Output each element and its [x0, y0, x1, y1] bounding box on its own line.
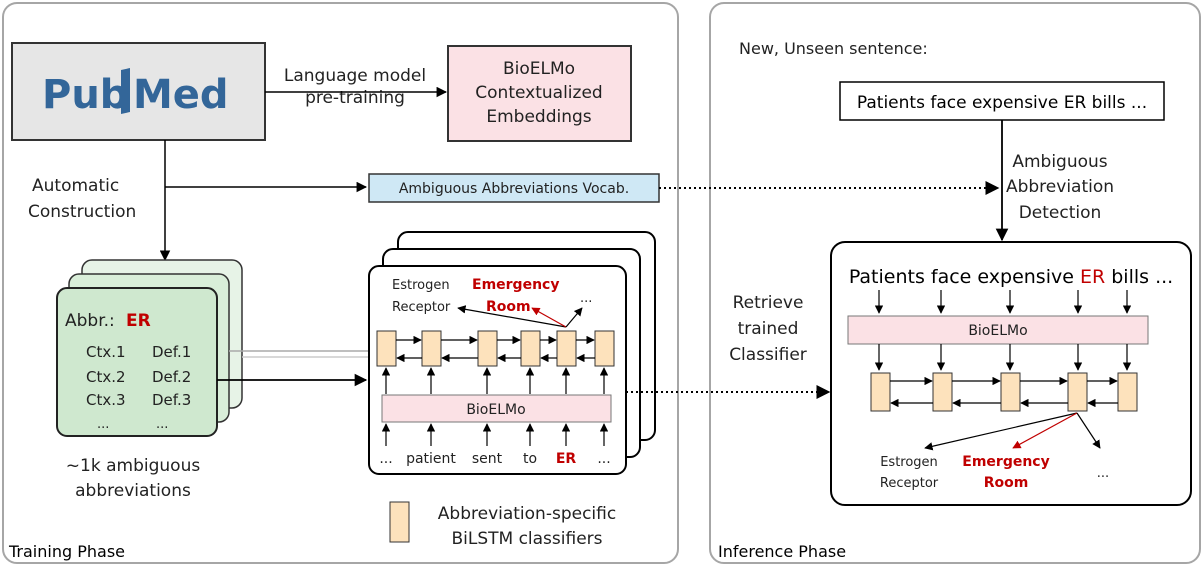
inference-sentence: Patients face expensive ER bills ...: [849, 266, 1173, 288]
lm-label-line2: pre-training: [305, 88, 405, 108]
bioelmo-emb-line2: Contextualized: [475, 83, 602, 103]
train-out-arrow-emergency: [531, 307, 567, 328]
train-bioelmo-bar: [381, 394, 612, 423]
inference-phase-label: Inference Phase: [718, 542, 846, 561]
abbr-prefix: Abbr.:: [65, 311, 115, 331]
new-sentence-label: New, Unseen sentence:: [739, 39, 928, 58]
train-bioelmo-label: BioELMo: [466, 402, 525, 418]
train-output-ellipsis: ...: [580, 291, 592, 306]
inference-cell-5: [1117, 372, 1138, 412]
inference-sentence-prefix: Patients face expensive: [849, 266, 1080, 288]
inference-cell-1: [870, 372, 891, 412]
train-out-arrow-other: [565, 307, 583, 328]
vocab-box: [368, 173, 660, 203]
legend-line2: BiLSTM classifiers: [451, 529, 602, 549]
train-token-arrows: [381, 423, 609, 446]
inference-word-arrows: [874, 290, 1132, 314]
token-6: ...: [597, 451, 610, 467]
input-sentence-box: [839, 81, 1165, 121]
train-bilstm: [376, 330, 615, 394]
legend-line1: Abbreviation-specific: [438, 504, 616, 524]
inference-cell-3: [1000, 372, 1021, 412]
detection-line1: Ambiguous: [1012, 152, 1107, 172]
token-4: to: [523, 451, 537, 467]
def-3: Def.3: [152, 391, 191, 409]
ctx-2: Ctx.2: [86, 368, 126, 386]
inf-out-arrow-other: [1076, 412, 1101, 449]
inference-bioelmo-bar: [847, 315, 1149, 345]
input-sentence: Patients face expensive ER bills ...: [857, 93, 1147, 113]
auto-construction-line1: Automatic: [32, 176, 119, 196]
inf-estrogen-line2: Receptor: [880, 476, 939, 491]
training-phase-label: Training Phase: [8, 542, 125, 561]
pubmed-box: [11, 42, 266, 141]
train-emergency-line1: Emergency: [472, 277, 559, 293]
bioelmo-emb-line3: Embeddings: [486, 107, 591, 127]
pubmed-logo: Pub Med: [42, 68, 229, 118]
vocab-label: Ambiguous Abbreviations Vocab.: [399, 181, 629, 197]
inf-output-ellipsis: ...: [1097, 466, 1109, 481]
def-ellipsis: ...: [156, 417, 168, 432]
pubmed-logo-pub: Pub: [42, 72, 128, 118]
train-cell-2: [421, 330, 442, 367]
train-cell-6: [594, 330, 615, 367]
abbr-count-line2: abbreviations: [75, 481, 191, 501]
ctx-3: Ctx.3: [86, 391, 126, 409]
token-1: ...: [379, 451, 392, 467]
detection-line3: Detection: [1019, 203, 1102, 223]
train-estrogen-line1: Estrogen: [392, 278, 450, 293]
token-2: patient: [406, 451, 456, 467]
inference-cell-2: [932, 372, 953, 412]
token-5: ER: [556, 451, 577, 467]
inference-cell-4: [1067, 372, 1088, 412]
retrieve-line1: Retrieve: [733, 293, 804, 313]
bioelmo-emb-line1: BioELMo: [503, 59, 575, 79]
legend-cell-icon: [389, 501, 410, 543]
train-estrogen-line2: Receptor: [392, 300, 451, 315]
train-cell-1: [376, 330, 397, 367]
token-3: sent: [472, 451, 503, 467]
inf-emergency-line2: Room: [984, 475, 1029, 491]
inference-bilstm: [870, 344, 1138, 412]
train-cell-4: [520, 330, 541, 367]
train-emergency-line2: Room: [486, 299, 531, 315]
def-1: Def.1: [152, 343, 191, 361]
lm-label-line1: Language model: [284, 66, 426, 86]
pubmed-book-icon: [121, 68, 130, 114]
inference-sentence-abbr: ER: [1080, 266, 1105, 288]
abbr-card-front: [56, 287, 218, 437]
inf-emergency-line1: Emergency: [962, 454, 1049, 470]
train-cell-3: [477, 330, 498, 367]
train-cell-5: [556, 330, 577, 367]
retrieve-line3: Classifier: [729, 345, 807, 365]
abbr-value: ER: [126, 311, 151, 331]
abbr-count-line1: ~1k ambiguous: [66, 456, 201, 476]
def-2: Def.2: [152, 368, 191, 386]
auto-construction-line2: Construction: [28, 202, 136, 222]
inference-sentence-suffix: bills ...: [1105, 266, 1173, 288]
retrieve-line2: trained: [738, 319, 799, 339]
ctx-1: Ctx.1: [86, 343, 126, 361]
bioelmo-embeddings-box: [447, 45, 632, 142]
detection-line2: Abbreviation: [1006, 177, 1114, 197]
train-out-arrow-estrogen: [457, 305, 567, 328]
pubmed-logo-med: Med: [133, 72, 229, 118]
inf-out-arrow-emergency: [1012, 412, 1078, 449]
ctx-ellipsis: ...: [97, 417, 109, 432]
inf-estrogen-line1: Estrogen: [880, 455, 938, 470]
inference-bioelmo-label: BioELMo: [968, 323, 1027, 339]
inf-out-arrow-estrogen: [924, 412, 1078, 451]
